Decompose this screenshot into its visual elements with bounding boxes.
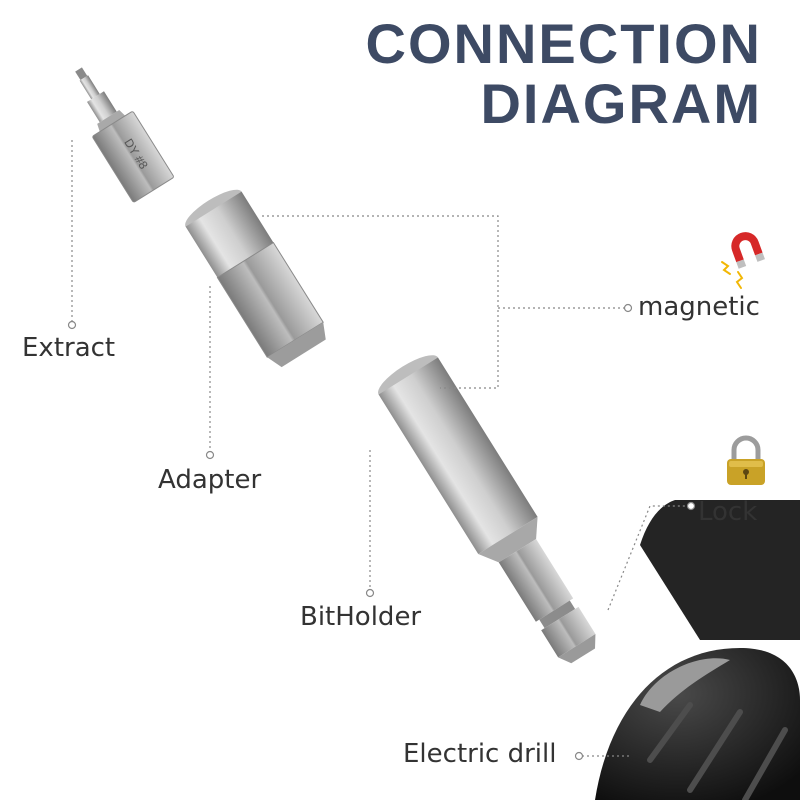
label-magnetic: magnetic — [638, 292, 760, 322]
extract-bit: DY #8 — [75, 67, 174, 203]
bit-holder — [378, 355, 596, 664]
leader-lines — [71, 140, 688, 757]
title-line-1: CONNECTION — [365, 12, 762, 75]
label-adapter: Adapter — [158, 465, 262, 495]
padlock-icon — [727, 435, 765, 485]
leader-endpoints — [67, 303, 696, 761]
title-line-2: DIAGRAM — [480, 72, 762, 135]
leader-magnetic — [262, 215, 625, 389]
horseshoe-magnet-icon — [731, 232, 765, 269]
adapter — [185, 189, 326, 368]
label-electric-drill: Electric drill — [403, 739, 557, 769]
label-bitholder: BitHolder — [300, 602, 422, 632]
diagram-title: CONNECTION DIAGRAM — [366, 14, 762, 134]
drill-chuck — [595, 500, 800, 800]
label-extract: Extract — [22, 333, 116, 363]
label-lock: Lock — [698, 497, 758, 527]
magnet-sparks — [721, 261, 744, 289]
